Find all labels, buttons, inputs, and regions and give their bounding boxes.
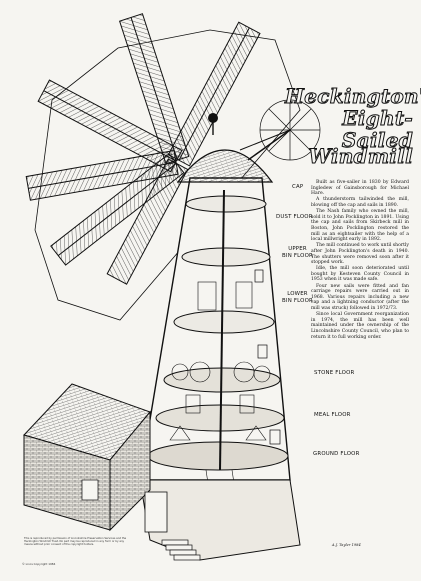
label-meal-floor: MEAL FLOOR: [314, 412, 351, 418]
sail-bottom-left: [106, 158, 189, 285]
label-stone-floor: STONE FLOOR: [314, 370, 355, 376]
label-upper-line-2: BIN FLOOR: [282, 253, 313, 259]
artist-signature: A.J. Tayler 1984: [332, 543, 361, 547]
fantail: [239, 99, 321, 161]
label-upper-line-1: UPPER: [288, 246, 307, 252]
title-line-1: Heckington's: [285, 84, 421, 108]
label-upper-bin-floor: UPPER BIN FLOOR: [282, 246, 313, 260]
sail-group: [25, 13, 301, 321]
label-lower-line-2: BIN FLOOR: [282, 298, 313, 304]
finial: [208, 113, 218, 123]
history-paragraph: The mill continued to work until shortly…: [311, 243, 409, 266]
history-paragraph: The Nash family who owned the mill, sold…: [311, 209, 409, 243]
sail-top: [118, 13, 190, 165]
main-shaft: [219, 189, 225, 471]
cap-dome: [176, 149, 274, 183]
upper-bin-floor-deck: [181, 247, 271, 267]
copyright-notice: © Lincs Copyright 1984: [22, 562, 56, 566]
title-line-4: Windmill: [308, 144, 413, 168]
outbuilding: [23, 383, 168, 533]
history-paragraph: Built as five-sailer in 1830 by Edward I…: [311, 180, 409, 197]
history-paragraph: Four new sails were fitted and fan carri…: [311, 283, 409, 312]
label-cap: CAP: [292, 184, 304, 190]
sail-frame: [34, 29, 301, 321]
title-line-3: Sailed: [341, 128, 413, 152]
ground-floor-deck: [147, 441, 289, 471]
history-paragraph: Idle, the mill soon deteriorated until b…: [311, 266, 409, 283]
fine-print: This is reproduced by permission of Linc…: [24, 537, 127, 547]
history-paragraph: A thunderstorm tailwinded the mill, blow…: [311, 197, 409, 208]
label-dust-floor: DUST FLOOR: [276, 214, 313, 220]
tower: [139, 113, 291, 511]
label-lower-bin-floor: LOWER BIN FLOOR: [282, 291, 313, 305]
sail-top-left: [167, 21, 261, 167]
label-ground-floor: GROUND FLOOR: [313, 451, 360, 457]
label-lower-line-1: LOWER: [287, 291, 308, 297]
history-text: Built as five-sailer in 1830 by Edward I…: [311, 180, 409, 341]
steps: [161, 539, 201, 561]
history-paragraph: Since local Government reorganization in…: [311, 312, 409, 340]
title-line-2: Eight-: [342, 106, 413, 130]
dust-floor-deck: [185, 195, 267, 213]
lower-bin-floor-deck: [173, 310, 275, 334]
